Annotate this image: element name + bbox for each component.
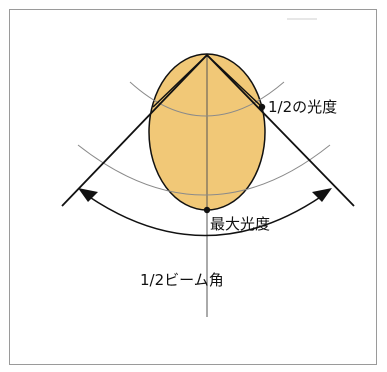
half-intensity-label: 1/2の光度 — [268, 98, 337, 116]
half-intensity-point — [258, 103, 266, 111]
half-intensity-arc — [129, 81, 285, 117]
beam-angle-arc — [87, 195, 323, 237]
outer-arc — [77, 144, 331, 196]
left-arrowhead — [78, 188, 98, 202]
left-beam-edge — [61, 54, 208, 207]
max-intensity-point — [203, 206, 211, 214]
max-intensity-label: 最大光度 — [210, 215, 270, 233]
half-beam-angle-label: 1/2ビーム角 — [140, 271, 224, 289]
right-arrowhead — [312, 188, 332, 202]
right-beam-edge — [206, 54, 355, 207]
